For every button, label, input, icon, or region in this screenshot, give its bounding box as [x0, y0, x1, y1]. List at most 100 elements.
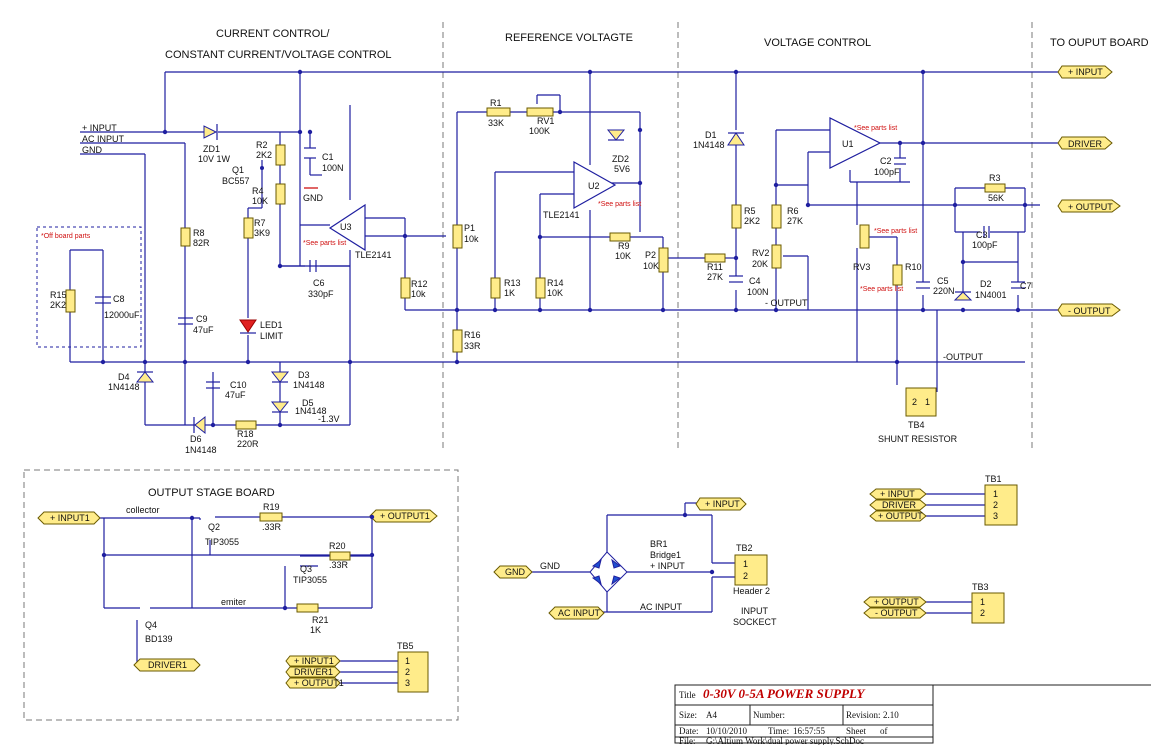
revision-value: 2.10 — [883, 710, 899, 720]
label-r9: R9 — [618, 241, 630, 251]
terminal-tb2 — [734, 554, 768, 586]
date-label: Date: — [679, 726, 699, 736]
resistor-r5 — [731, 204, 742, 229]
value-d4: 1N4148 — [108, 382, 140, 392]
value-r16: 33R — [464, 341, 481, 351]
size-value: A4 — [706, 710, 717, 720]
bridge-diode-4 — [611, 575, 622, 586]
net-gnd-bridge: GND — [540, 561, 561, 571]
label-q2: Q2 — [208, 522, 220, 532]
label-r1: R1 — [490, 98, 502, 108]
svg-text:- OUTPUT: - OUTPUT — [1068, 306, 1111, 316]
tb3-ports: + OUTPUT - OUTPUT — [863, 596, 972, 619]
svg-text:+ INPUT: + INPUT — [1068, 67, 1103, 77]
value-rv2: 20K — [752, 259, 768, 269]
label-c3: C3 — [976, 230, 988, 240]
label-input-socket-1: INPUT — [741, 606, 769, 616]
value-r1: 33K — [488, 118, 504, 128]
svg-text:+ OUTPUT1: + OUTPUT1 — [294, 678, 344, 688]
value-r9: 10K — [615, 251, 631, 261]
output-stage-wires — [100, 516, 373, 664]
value-c2: 100pF — [874, 167, 900, 177]
svg-text:DRIVER1: DRIVER1 — [148, 660, 187, 670]
net-plus-input-bridge: + INPUT — [650, 561, 685, 571]
svg-text:+ INPUT: + INPUT — [880, 489, 915, 499]
label-tb5: TB5 — [397, 641, 414, 651]
label-u2: U2 — [588, 181, 600, 191]
svg-text:DRIVER: DRIVER — [882, 500, 917, 510]
label-c10: C10 — [230, 380, 247, 390]
zener-zd2 — [606, 129, 626, 141]
terminal-tb5 — [397, 651, 429, 693]
value-c4: 100N — [747, 287, 769, 297]
resistor-r16 — [452, 329, 463, 353]
svg-text:2: 2 — [405, 667, 410, 677]
resistor-r7 — [243, 217, 254, 239]
value-tb2: Header 2 — [733, 586, 770, 596]
note-u2: *See parts list — [598, 201, 641, 208]
label-r7: R7 — [254, 218, 266, 228]
resistor-r8 — [180, 227, 191, 247]
opamp-u1 — [829, 117, 882, 169]
revision-label: Revision: — [846, 710, 881, 720]
value-c5: 220N — [933, 286, 955, 296]
resistor-r1 — [486, 107, 511, 117]
value-d1: 1N4148 — [693, 140, 725, 150]
label-zd2: ZD2 — [612, 154, 629, 164]
svg-text:2: 2 — [912, 397, 917, 407]
label-r21: R21 — [312, 615, 329, 625]
port-driver1: DRIVER1 — [133, 658, 201, 672]
label-led1: LED1 — [260, 320, 283, 330]
value-r3: 56K — [988, 193, 1004, 203]
title-block — [674, 684, 1151, 744]
terminal-tb4 — [905, 387, 937, 417]
value-r19: .33R — [262, 522, 282, 532]
svg-text:+ INPUT1: + INPUT1 — [50, 513, 90, 523]
port-plus-output1: + OUTPUT1 — [369, 509, 438, 523]
diode-d2 — [953, 291, 973, 301]
resistor-r6 — [771, 204, 782, 229]
gnd-label-c1: GND — [303, 193, 324, 203]
main-wires — [69, 71, 1062, 426]
value-r4: 10K — [252, 196, 268, 206]
label-d6: D6 — [190, 434, 202, 444]
label-r12: R12 — [411, 279, 428, 289]
opamp-u2 — [573, 160, 617, 210]
diode-d3 — [270, 371, 290, 383]
value-q4: BD139 — [145, 634, 173, 644]
value-zd1: 10V 1W — [198, 154, 231, 164]
net-plus-input-left: + INPUT — [82, 123, 117, 133]
pot-p1 — [452, 224, 463, 249]
tb5-ports: + INPUT1 DRIVER1 + OUTPUT1 — [285, 655, 398, 689]
label-u3: U3 — [340, 222, 352, 232]
value-p1: 10k — [464, 234, 479, 244]
label-input-socket-2: SOCKECT — [733, 617, 777, 627]
value-r21: 1K — [310, 625, 321, 635]
label-tb4: TB4 — [908, 420, 925, 430]
of-label: of — [880, 726, 888, 736]
diode-d1 — [727, 132, 745, 146]
section-dividers — [23, 22, 1033, 721]
value-d6: 1N4148 — [185, 445, 217, 455]
value-rv1: 100K — [529, 126, 550, 136]
svg-text:1: 1 — [743, 559, 748, 569]
value-p2: 10K — [643, 261, 659, 271]
label-q3: Q3 — [300, 564, 312, 574]
net-minus-output-shunt: -OUTPUT — [943, 352, 983, 362]
value-r13: 1K — [504, 288, 515, 298]
label-r19: R19 — [263, 502, 280, 512]
label-c1: C1 — [322, 152, 334, 162]
label-r11: R11 — [707, 262, 723, 272]
value-tb4: SHUNT RESISTOR — [878, 434, 958, 444]
port-plus-input-bridge: + INPUT — [695, 497, 747, 511]
junction-dots — [100, 69, 1028, 611]
label-q4: Q4 — [145, 620, 157, 630]
svg-text:2: 2 — [980, 608, 985, 618]
net-emitter: emiter — [221, 597, 246, 607]
resistor-r20 — [329, 551, 351, 561]
label-c9: C9 — [196, 314, 208, 324]
svg-text:1: 1 — [993, 489, 998, 499]
label-tb1: TB1 — [985, 474, 1002, 484]
label-c6: C6 — [313, 278, 325, 288]
note-u1: *See parts list — [854, 125, 897, 132]
